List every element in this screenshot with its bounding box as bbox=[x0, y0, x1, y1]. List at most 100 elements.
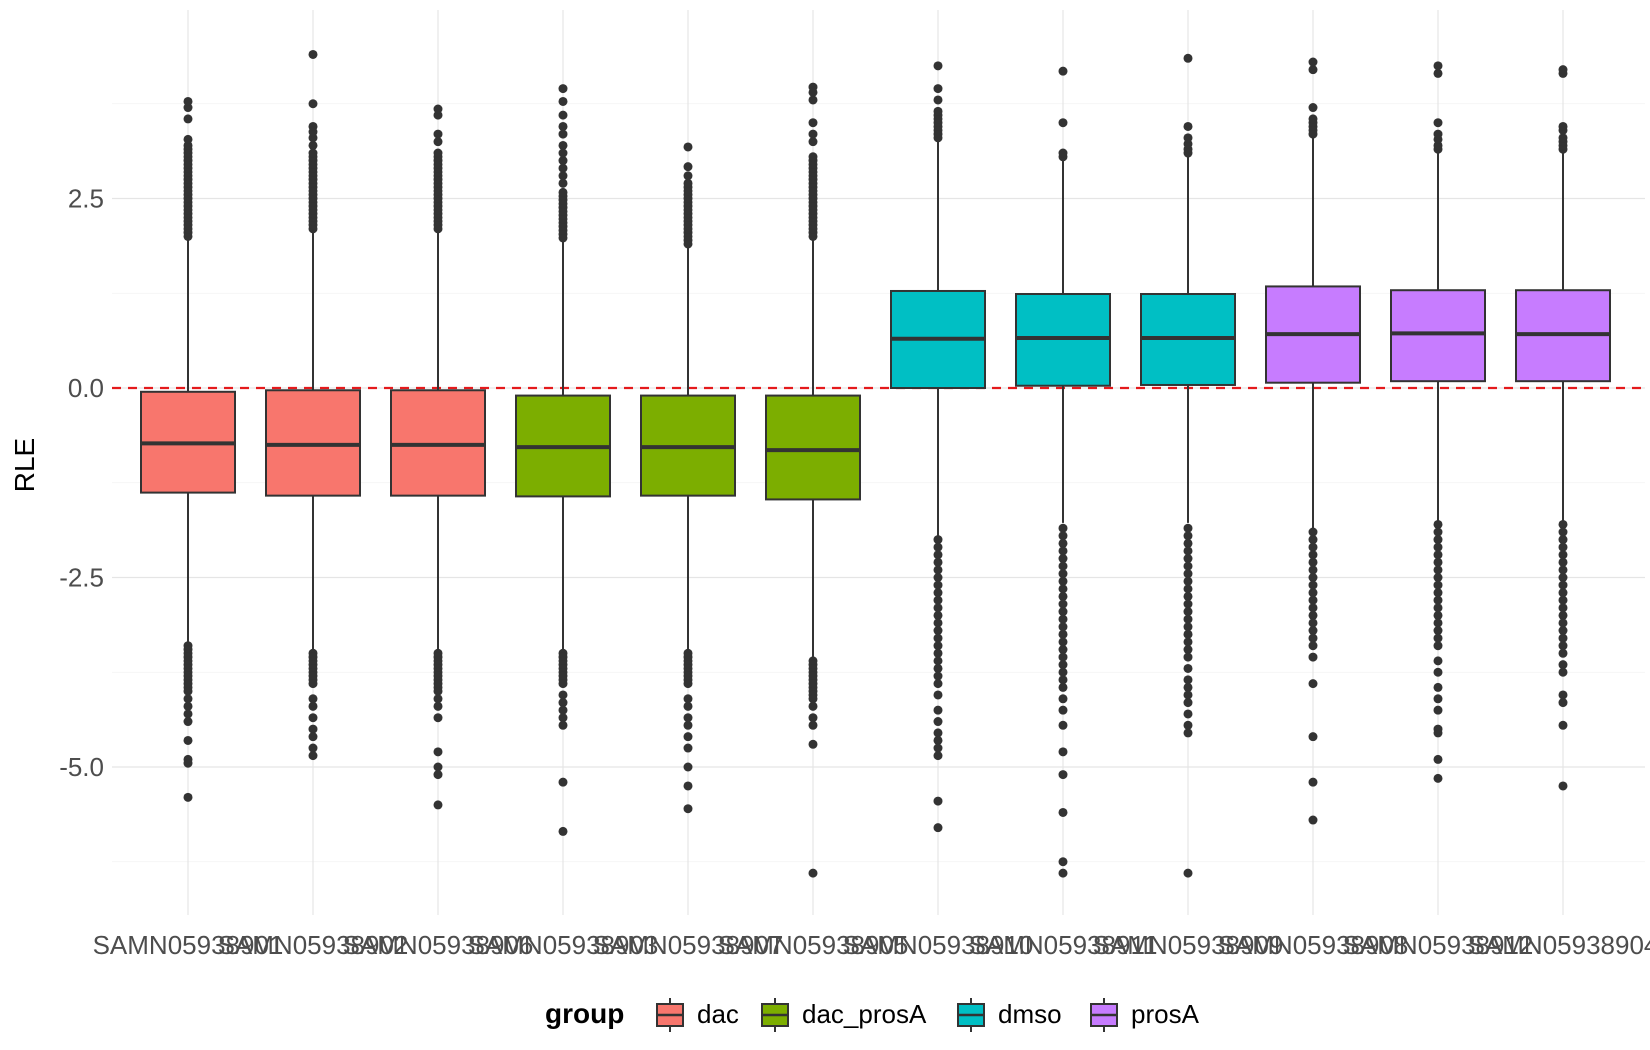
outlier-point bbox=[1558, 720, 1568, 730]
outlier-point bbox=[933, 690, 943, 700]
outlier-point bbox=[1183, 569, 1193, 579]
outlier-point bbox=[1308, 633, 1318, 643]
box-SAMN05938903 bbox=[515, 84, 611, 836]
outlier-point bbox=[1058, 868, 1068, 878]
outlier-point bbox=[558, 698, 568, 708]
outlier-point bbox=[808, 701, 818, 711]
outlier-point bbox=[1433, 694, 1443, 704]
outlier-point bbox=[1058, 807, 1068, 817]
legend-key-dac bbox=[656, 998, 684, 1032]
outlier-point bbox=[558, 178, 568, 188]
outlier-point bbox=[433, 129, 443, 139]
outlier-point bbox=[1058, 523, 1068, 533]
outlier-point bbox=[933, 573, 943, 582]
outlier-point bbox=[1308, 679, 1318, 689]
outlier-point bbox=[683, 142, 693, 152]
outlier-point bbox=[1558, 690, 1568, 700]
outlier-point bbox=[933, 796, 943, 806]
outlier-point bbox=[1558, 565, 1568, 575]
outlier-point bbox=[1433, 550, 1443, 560]
x-tick-label: SAMN05938912 bbox=[1343, 930, 1534, 960]
outlier-point bbox=[933, 595, 943, 605]
outlier-point bbox=[433, 686, 443, 696]
legend-key-dac_prosA bbox=[761, 998, 789, 1032]
outlier-point bbox=[1058, 747, 1068, 757]
outlier-point bbox=[933, 648, 943, 658]
outlier-point bbox=[558, 690, 568, 700]
outlier-point bbox=[183, 709, 193, 719]
outlier-point bbox=[1183, 121, 1193, 131]
outlier-point bbox=[1183, 868, 1193, 878]
outlier-point bbox=[1433, 667, 1443, 677]
outlier-point bbox=[1558, 519, 1568, 529]
outlier-point bbox=[1433, 527, 1443, 537]
outlier-point bbox=[1183, 637, 1193, 647]
outlier-point bbox=[308, 49, 318, 59]
x-tick-label: SAMN05938902 bbox=[218, 930, 409, 960]
legend-label-dmso: dmso bbox=[998, 999, 1062, 1029]
x-tick-label: SAMN05938906 bbox=[343, 930, 534, 960]
outlier-point bbox=[1183, 709, 1193, 719]
outlier-point bbox=[308, 724, 318, 734]
outlier-point bbox=[933, 84, 943, 94]
outlier-point bbox=[1558, 641, 1568, 651]
outlier-point bbox=[1058, 614, 1068, 624]
outlier-point bbox=[933, 106, 943, 116]
outlier-point bbox=[1308, 542, 1318, 552]
outlier-point bbox=[433, 800, 443, 810]
outlier-point bbox=[933, 717, 943, 727]
outlier-point bbox=[683, 762, 693, 772]
x-tick-label: SAMN05938911 bbox=[969, 930, 1158, 960]
outlier-point bbox=[933, 580, 943, 590]
outlier-point bbox=[1183, 629, 1193, 639]
outlier-point bbox=[933, 735, 943, 745]
outlier-point bbox=[1433, 641, 1443, 651]
outlier-point bbox=[183, 686, 193, 696]
outlier-point bbox=[808, 713, 818, 723]
outlier-point bbox=[1183, 546, 1193, 556]
outlier-point bbox=[1183, 652, 1193, 662]
outlier-point bbox=[558, 720, 568, 730]
outlier-point bbox=[808, 118, 818, 128]
outlier-point bbox=[1558, 633, 1568, 643]
outlier-point bbox=[1058, 629, 1068, 639]
outlier-point bbox=[1183, 690, 1193, 700]
outlier-point bbox=[1058, 538, 1068, 548]
outlier-point bbox=[1058, 66, 1068, 76]
outlier-point bbox=[1433, 557, 1443, 567]
outlier-point bbox=[1183, 682, 1193, 692]
y-axis-title: RLE bbox=[9, 438, 40, 492]
outlier-point bbox=[808, 720, 818, 730]
outlier-point bbox=[683, 694, 693, 704]
outlier-point bbox=[183, 735, 193, 745]
x-tick-label: SAMN05938907 bbox=[593, 930, 784, 960]
outlier-point bbox=[1308, 603, 1318, 613]
box-SAMN05938912 bbox=[1390, 61, 1486, 783]
outlier-point bbox=[1308, 580, 1318, 590]
outlier-point bbox=[1558, 648, 1568, 658]
outlier-point bbox=[1308, 535, 1318, 545]
outlier-point bbox=[1308, 595, 1318, 605]
outlier-point bbox=[1433, 580, 1443, 590]
outlier-point bbox=[933, 535, 943, 545]
legend-label-dac_prosA: dac_prosA bbox=[802, 999, 927, 1029]
outlier-point bbox=[1183, 53, 1193, 63]
outlier-point bbox=[1058, 705, 1068, 715]
outlier-point bbox=[1433, 610, 1443, 620]
outlier-point bbox=[1558, 580, 1568, 590]
outlier-point bbox=[558, 129, 568, 139]
outlier-point bbox=[558, 713, 568, 723]
outlier-point bbox=[433, 694, 443, 704]
outlier-point bbox=[308, 99, 318, 109]
outlier-point bbox=[183, 96, 193, 106]
outlier-point bbox=[1558, 610, 1568, 620]
outlier-point bbox=[558, 140, 568, 150]
outlier-point bbox=[808, 694, 818, 704]
outlier-point bbox=[683, 178, 693, 188]
y-tick-label: 0.0 bbox=[68, 373, 104, 403]
outlier-point bbox=[683, 743, 693, 753]
outlier-point bbox=[1558, 626, 1568, 636]
boxes-layer bbox=[140, 49, 1611, 878]
outlier-point bbox=[558, 705, 568, 715]
